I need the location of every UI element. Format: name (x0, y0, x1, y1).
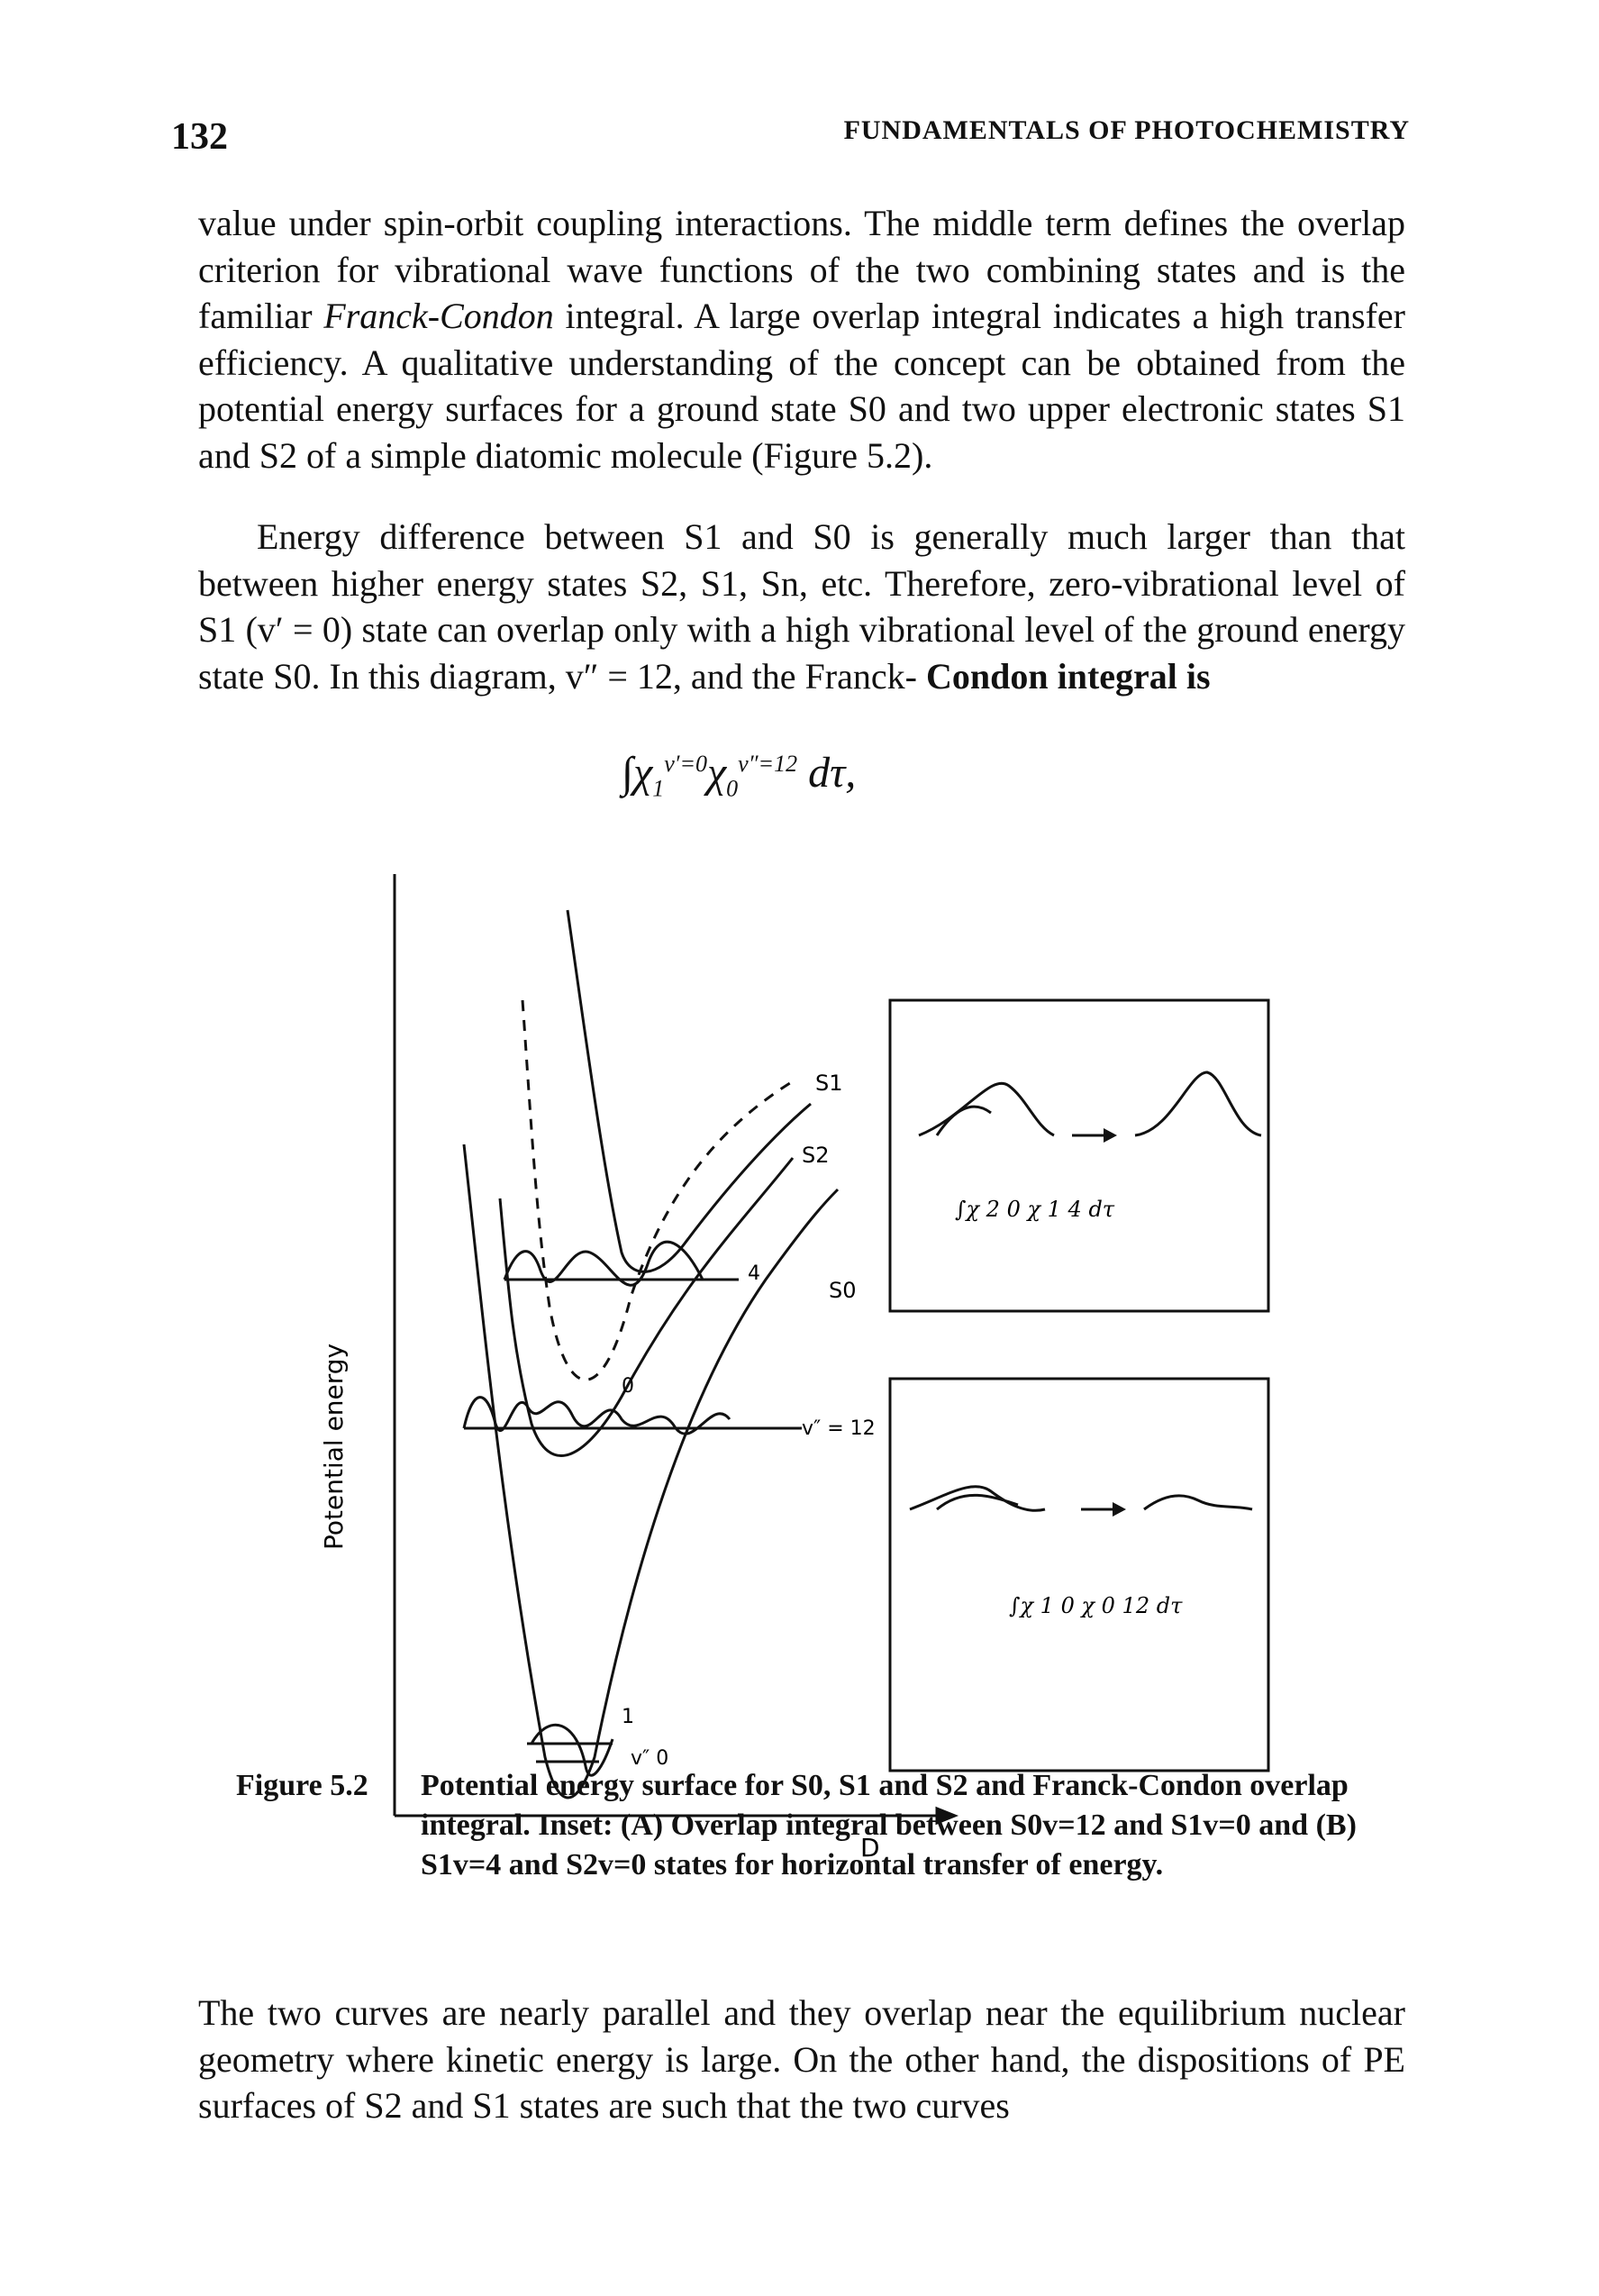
inset-a-overlap (918, 1081, 1055, 1137)
s0-label: S0 (829, 1278, 857, 1303)
level-v12-label: v″ = 12 (802, 1417, 876, 1440)
x-axis-label: D (860, 1833, 880, 1863)
wavefunction-v4 (503, 1240, 704, 1287)
inset-b-overlap (909, 1485, 1046, 1512)
level-v4-label: 4 (748, 1262, 760, 1285)
paragraph-2-bold-tail: Condon integral is (925, 655, 1211, 697)
x-axis-arrow (935, 1806, 959, 1826)
s2-curve (498, 1157, 795, 1457)
inset-b-formula: ∫χ 1 0 χ 0 12 dτ (1009, 1593, 1183, 1618)
s2-label: S2 (802, 1143, 830, 1168)
franck-condon-term: Franck-Condon (323, 296, 554, 336)
running-title: FUNDAMENTALS OF PHOTOCHEMISTRY (843, 115, 1410, 145)
s1-curve (566, 909, 812, 1273)
paragraph-1-text-a: value under spin-orbit coupling interact… (198, 203, 1405, 336)
paragraph-2-text: Energy difference between S1 and S0 is g… (198, 516, 1405, 697)
level-v0-upper-label: 0 (622, 1375, 634, 1398)
inset-a-box (888, 998, 1270, 1313)
caption-text: Potential energy surface for S0, S1 and … (421, 1769, 1357, 1881)
s1-label: S1 (815, 1071, 843, 1096)
wavefunction-ground (530, 1723, 614, 1777)
inset-a-formula: ∫χ 2 0 χ 1 4 dτ (955, 1197, 1115, 1222)
inset-a-arrowhead (1104, 1128, 1117, 1143)
paragraph-1: value under spin-orbit coupling interact… (198, 200, 1405, 478)
paragraph-2: Energy difference between S1 and S0 is g… (198, 514, 1405, 699)
level-v0-ground-label: v″ 0 (631, 1747, 668, 1770)
dashed-s1-curve (521, 999, 794, 1381)
s0-ground-curve (462, 1143, 840, 1799)
paragraph-3: The two curves are nearly parallel and t… (198, 1992, 1405, 2126)
franck-condon-integral: ∫χ1v′=0χ0v″=12 dτ, (622, 749, 857, 802)
wavefunction-v12 (462, 1396, 731, 1435)
page-number: 132 (171, 116, 228, 158)
inset-a-result (1134, 1071, 1262, 1137)
inset-b-arrowhead (1113, 1502, 1126, 1517)
y-axis-label: Potential energy (319, 1344, 349, 1550)
caption-label: Figure 5.2 (236, 1769, 368, 1802)
level-v1-label: 1 (622, 1706, 634, 1728)
inset-b-result (1143, 1494, 1253, 1511)
paragraph-1-text-b: integral. A large overlap integral indic… (198, 296, 1405, 476)
inset-b-box (888, 1377, 1270, 1772)
